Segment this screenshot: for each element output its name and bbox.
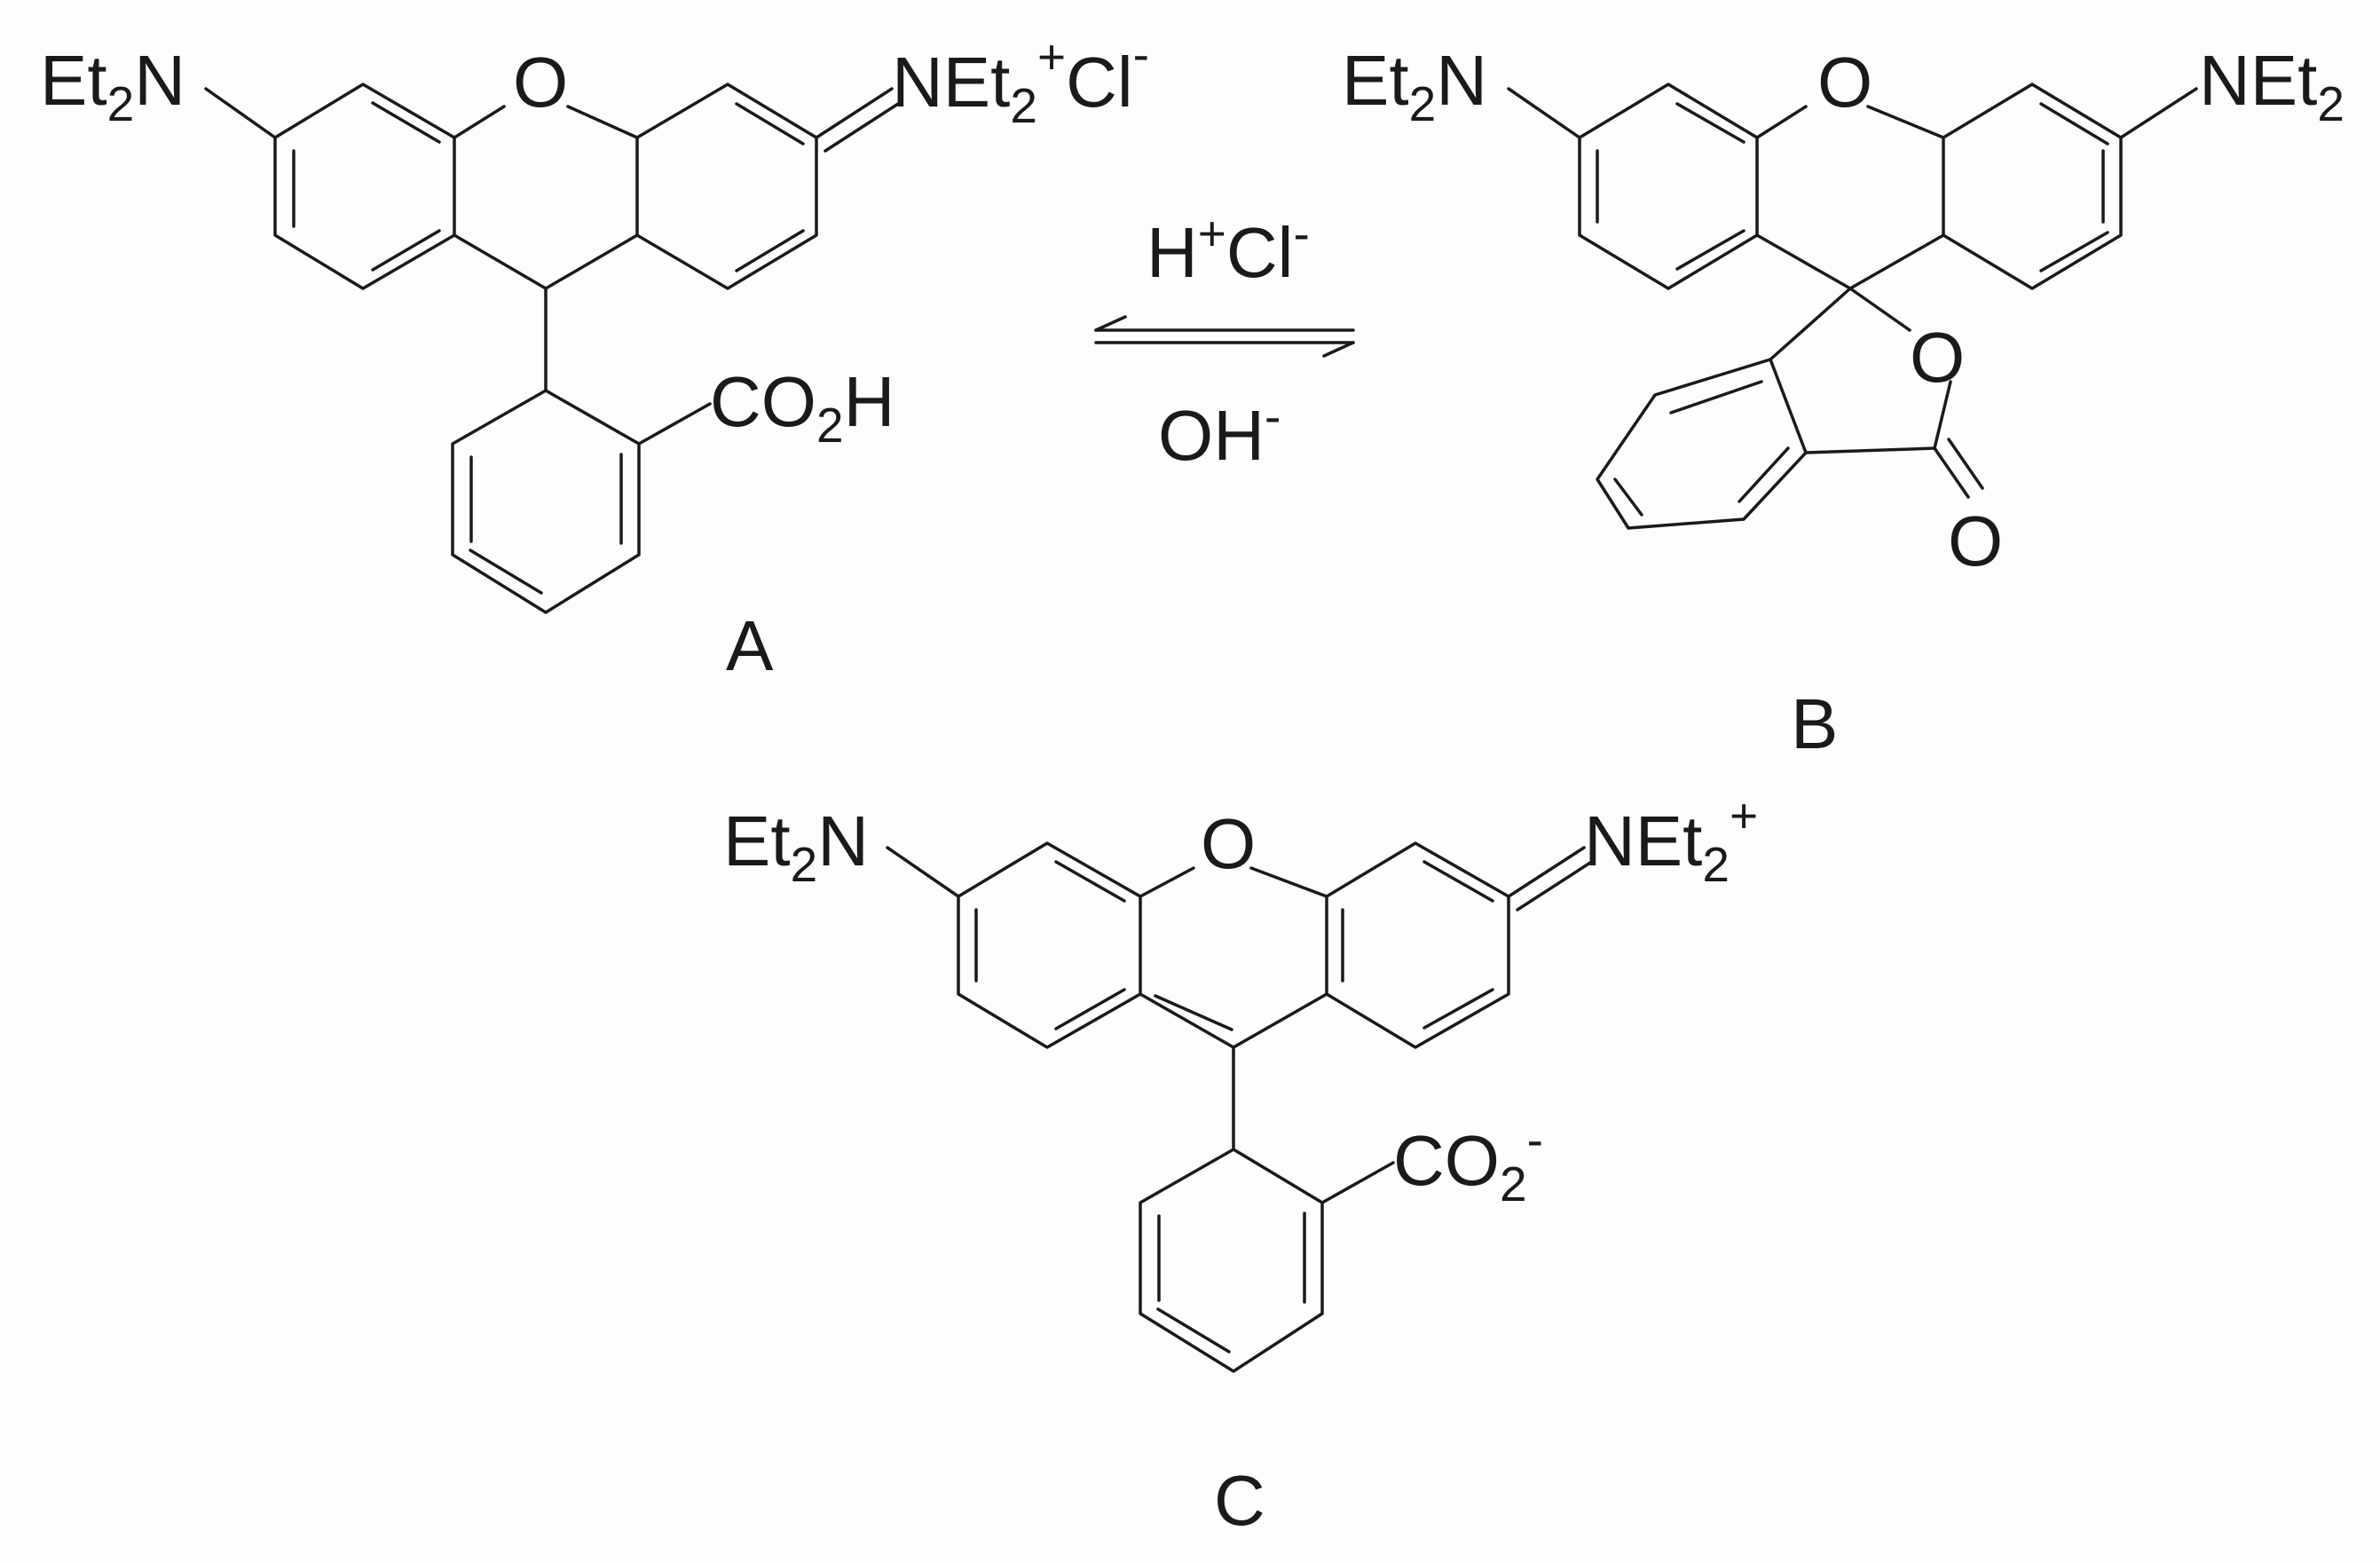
b-carbonyl-oxygen: O bbox=[1948, 501, 2003, 580]
b-lactone-oxygen: O bbox=[1910, 318, 1965, 397]
molecule-c-bonds bbox=[886, 841, 1592, 1373]
c-ring-oxygen: O bbox=[1201, 804, 1256, 883]
b-ring-oxygen: O bbox=[1817, 43, 1872, 122]
molecule-c-atoms: Et2N O NEt2+ CO2- bbox=[723, 788, 1758, 1212]
a-ring-oxygen: O bbox=[513, 43, 568, 122]
molecule-a-atoms: Et2N O NEt2+Cl- CO2H bbox=[40, 27, 1149, 453]
c-iminium-group: NEt2+ bbox=[1584, 788, 1758, 892]
forward-condition: H+Cl- bbox=[1147, 206, 1310, 292]
label-b: B bbox=[1791, 684, 1838, 763]
molecule-b: Et2N O NEt2 O O B bbox=[1342, 41, 2345, 763]
label-c: C bbox=[1214, 1461, 1265, 1540]
a-iminium-group: NEt2+Cl- bbox=[892, 27, 1149, 133]
molecule-a-bonds bbox=[204, 83, 900, 614]
molecule-c: Et2N O NEt2+ CO2- C bbox=[723, 788, 1758, 1540]
molecule-b-atoms: Et2N O NEt2 O O bbox=[1342, 41, 2345, 580]
b-net2-right: NEt2 bbox=[2199, 41, 2345, 131]
b-net2-left: Et2N bbox=[1342, 41, 1487, 131]
a-net2-left: Et2N bbox=[40, 41, 185, 131]
equilibrium: H+Cl- OH- bbox=[1094, 206, 1355, 475]
c-carboxylate: CO2- bbox=[1393, 1112, 1543, 1212]
label-a: A bbox=[726, 606, 774, 685]
molecule-a: Et2N O NEt2+Cl- CO2H A bbox=[40, 27, 1149, 685]
c-net2-left: Et2N bbox=[723, 801, 869, 892]
reverse-condition: OH- bbox=[1158, 389, 1281, 475]
molecule-b-bonds bbox=[1507, 83, 2198, 530]
equilibrium-arrows bbox=[1094, 315, 1355, 358]
a-carboxylic-acid: CO2H bbox=[710, 362, 894, 453]
